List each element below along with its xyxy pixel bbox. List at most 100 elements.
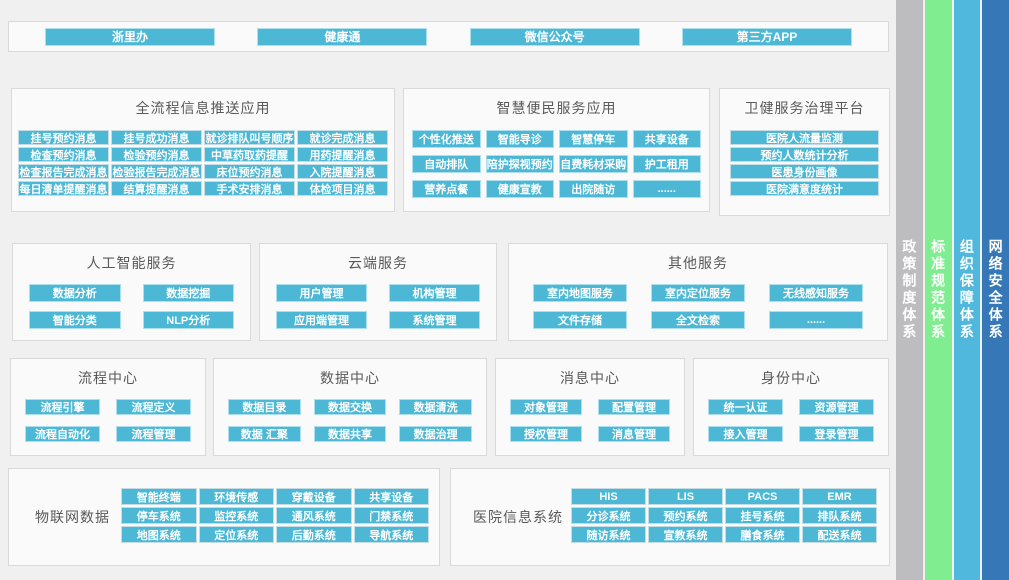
service-button[interactable]: 系统管理 xyxy=(389,311,480,329)
service-button[interactable]: 穿戴设备 xyxy=(276,488,352,505)
push-message-grid: 挂号预约消息挂号成功消息就诊排队叫号顺序就诊完成消息检查预约消息检验预约消息中草… xyxy=(18,130,388,196)
service-button[interactable]: 全文检索 xyxy=(651,311,745,329)
service-button[interactable]: 个性化推送 xyxy=(412,130,481,148)
service-button[interactable]: 无线感知服务 xyxy=(769,284,863,302)
service-button[interactable]: 预约人数统计分析 xyxy=(730,147,879,162)
service-button[interactable]: 资源管理 xyxy=(799,399,874,415)
message-grid: 对象管理配置管理授权管理消息管理 xyxy=(510,399,670,442)
service-button[interactable]: 数据目录 xyxy=(228,399,301,415)
service-button[interactable]: 统一认证 xyxy=(708,399,783,415)
service-button[interactable]: 接入管理 xyxy=(708,426,783,442)
service-button[interactable]: 医院人流量监测 xyxy=(730,130,879,145)
system-pillars: 政策制度体系 标准规范体系 组织保障体系 网络安全体系 xyxy=(896,0,1009,580)
service-button[interactable]: 手术安排消息 xyxy=(204,181,295,196)
service-button[interactable]: 通风系统 xyxy=(276,507,352,524)
service-button[interactable]: HIS xyxy=(571,488,646,505)
data-grid: 数据目录数据交换数据清洗数据 汇聚数据共享数据治理 xyxy=(228,399,472,442)
service-button[interactable]: 膳食系统 xyxy=(725,526,800,543)
service-button[interactable]: 监控系统 xyxy=(198,507,274,524)
service-button[interactable]: 预约系统 xyxy=(648,507,723,524)
service-button[interactable]: 自费耗材采购 xyxy=(559,155,628,173)
service-button[interactable]: 智能终端 xyxy=(121,488,197,505)
channel-button[interactable]: 微信公众号 xyxy=(469,27,640,46)
service-button[interactable]: 环境传感 xyxy=(198,488,274,505)
service-button[interactable]: 用户管理 xyxy=(276,284,367,302)
service-button[interactable]: 室内定位服务 xyxy=(651,284,745,302)
service-button[interactable]: 陪护探视预约 xyxy=(485,155,554,173)
service-button[interactable]: 共享设备 xyxy=(632,130,701,148)
service-button[interactable]: 护工租用 xyxy=(632,155,701,173)
service-button[interactable]: 地图系统 xyxy=(121,526,197,543)
service-button[interactable]: 登录管理 xyxy=(799,426,874,442)
service-button[interactable]: 流程定义 xyxy=(116,399,191,415)
service-button[interactable]: 数据 汇聚 xyxy=(228,426,301,442)
service-button[interactable]: 应用端管理 xyxy=(276,311,367,329)
service-button[interactable]: 检验报告完成消息 xyxy=(111,164,202,179)
service-button[interactable]: 数据清洗 xyxy=(399,399,472,415)
service-button[interactable]: 医院满意度统计 xyxy=(730,181,879,196)
service-button[interactable]: 宣教系统 xyxy=(648,526,723,543)
service-button[interactable]: 对象管理 xyxy=(510,399,582,415)
service-button[interactable]: 后勤系统 xyxy=(276,526,352,543)
service-button[interactable]: 数据共享 xyxy=(313,426,387,442)
service-button[interactable]: 流程引擎 xyxy=(25,399,100,415)
service-button[interactable]: 检查预约消息 xyxy=(18,147,109,162)
service-button[interactable]: 授权管理 xyxy=(510,426,582,442)
service-button[interactable]: 室内地图服务 xyxy=(533,284,627,302)
service-button[interactable]: 分诊系统 xyxy=(571,507,646,524)
service-button[interactable]: 智慧停车 xyxy=(559,130,628,148)
service-button[interactable]: 数据挖掘 xyxy=(142,284,234,302)
channel-band: 浙里办 健康通 微信公众号 第三方APP xyxy=(8,21,889,52)
service-button[interactable]: NLP分析 xyxy=(142,311,234,329)
service-button[interactable]: 文件存储 xyxy=(533,311,627,329)
service-button[interactable]: 定位系统 xyxy=(198,526,274,543)
service-button[interactable]: EMR xyxy=(802,488,877,505)
service-button[interactable]: 导航系统 xyxy=(353,526,429,543)
service-button[interactable]: 挂号系统 xyxy=(725,507,800,524)
service-button[interactable]: 智能分类 xyxy=(29,311,121,329)
service-button[interactable]: 用药提醒消息 xyxy=(297,147,388,162)
channel-button[interactable]: 健康通 xyxy=(257,27,428,46)
service-button[interactable]: 营养点餐 xyxy=(412,180,481,198)
service-button[interactable]: 检验预约消息 xyxy=(111,147,202,162)
service-button[interactable]: 医患身份画像 xyxy=(730,164,879,179)
service-button[interactable]: 随访系统 xyxy=(571,526,646,543)
service-button[interactable]: 排队系统 xyxy=(802,507,877,524)
service-button[interactable]: 就诊完成消息 xyxy=(297,130,388,145)
service-button[interactable]: LIS xyxy=(648,488,723,505)
channel-button[interactable]: 浙里办 xyxy=(45,27,215,46)
service-button[interactable]: ...... xyxy=(632,180,701,198)
service-button[interactable]: 配置管理 xyxy=(598,399,670,415)
service-button[interactable]: PACS xyxy=(725,488,800,505)
service-button[interactable]: 数据分析 xyxy=(29,284,121,302)
channel-button[interactable]: 第三方APP xyxy=(681,27,852,46)
service-button[interactable]: 就诊排队叫号顺序 xyxy=(204,130,295,145)
service-button[interactable]: 出院随访 xyxy=(559,180,628,198)
service-button[interactable]: 健康宣教 xyxy=(485,180,554,198)
service-button[interactable]: 停车系统 xyxy=(121,507,197,524)
service-button[interactable]: 门禁系统 xyxy=(353,507,429,524)
service-button[interactable]: 共享设备 xyxy=(353,488,429,505)
service-button[interactable]: 中草药取药提醒 xyxy=(204,147,295,162)
panel-other-service: 其他服务 室内地图服务室内定位服务无线感知服务文件存储全文检索...... xyxy=(508,243,888,341)
service-button[interactable]: 体检项目消息 xyxy=(297,181,388,196)
service-button[interactable]: 入院提醒消息 xyxy=(297,164,388,179)
service-button[interactable]: 流程管理 xyxy=(116,426,191,442)
service-button[interactable]: 每日清单提醒消息 xyxy=(18,181,109,196)
service-button[interactable]: 智能导诊 xyxy=(485,130,554,148)
service-button[interactable]: 消息管理 xyxy=(598,426,670,442)
service-button[interactable]: 床位预约消息 xyxy=(204,164,295,179)
service-button[interactable]: 检查报告完成消息 xyxy=(18,164,109,179)
service-button[interactable]: 配送系统 xyxy=(802,526,877,543)
service-button[interactable]: 数据交换 xyxy=(313,399,387,415)
panel-full-process-push: 全流程信息推送应用 挂号预约消息挂号成功消息就诊排队叫号顺序就诊完成消息检查预约… xyxy=(11,88,395,212)
service-button[interactable]: ...... xyxy=(769,311,863,329)
service-button[interactable]: 挂号预约消息 xyxy=(18,130,109,145)
service-button[interactable]: 自动排队 xyxy=(412,155,481,173)
service-button[interactable]: 流程自动化 xyxy=(25,426,100,442)
service-button[interactable]: 数据治理 xyxy=(399,426,472,442)
service-button[interactable]: 结算提醒消息 xyxy=(111,181,202,196)
service-button[interactable]: 挂号成功消息 xyxy=(111,130,202,145)
service-button[interactable]: 机构管理 xyxy=(389,284,480,302)
